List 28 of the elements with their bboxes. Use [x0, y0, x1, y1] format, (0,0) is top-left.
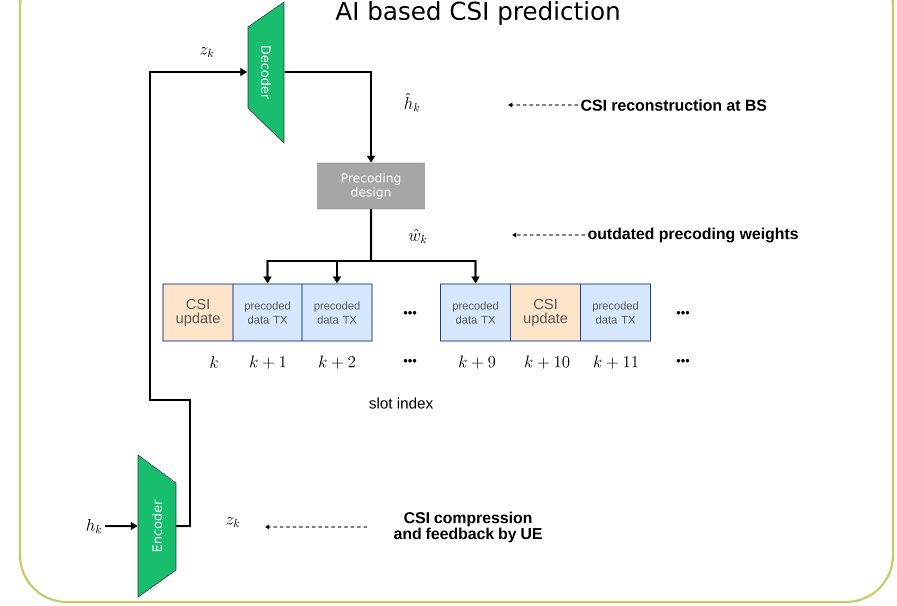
- title: AI based CSI prediction: [336, 1, 619, 25]
- ellipsis: •••: [676, 311, 690, 314]
- slot-number: $k+1$: [250, 356, 286, 369]
- edge-label: $\hat{h}_k$: [402, 91, 422, 113]
- ellipsis: •••: [404, 311, 416, 314]
- edge-label: $z_k$: [198, 46, 216, 58]
- slot-box: precoded data TX: [232, 283, 303, 342]
- slot-number: $k+10$: [524, 356, 570, 369]
- annotation-text: outdated precoding weights: [588, 228, 798, 242]
- slot-box: precoded data TX: [301, 283, 373, 342]
- slot-number: $k+9$: [459, 356, 496, 369]
- slot-box: precoded data TX: [580, 283, 652, 342]
- axis-label: slot index: [369, 397, 433, 409]
- slot-number: $k+11$: [594, 356, 638, 369]
- annotation-text: CSI compression and feedback by UE: [394, 512, 542, 542]
- edge-label: $\hat{w}_k$: [407, 228, 429, 244]
- slot-box: CSI update: [162, 283, 234, 342]
- decoder-block: Decoder: [248, 1, 284, 144]
- slot-box: precoded data TX: [440, 283, 512, 342]
- slot-box: CSI update: [510, 283, 582, 342]
- process-box: Precoding design: [317, 162, 425, 210]
- slot-number: $k$: [210, 356, 218, 368]
- input-label: $h_k$: [86, 518, 102, 534]
- ellipsis: •••: [676, 359, 690, 362]
- slot-number: $z_k$: [226, 516, 240, 528]
- slot-number: $k+2$: [319, 356, 356, 369]
- annotation-text: CSI reconstruction at BS: [581, 99, 766, 111]
- ellipsis: •••: [404, 359, 416, 362]
